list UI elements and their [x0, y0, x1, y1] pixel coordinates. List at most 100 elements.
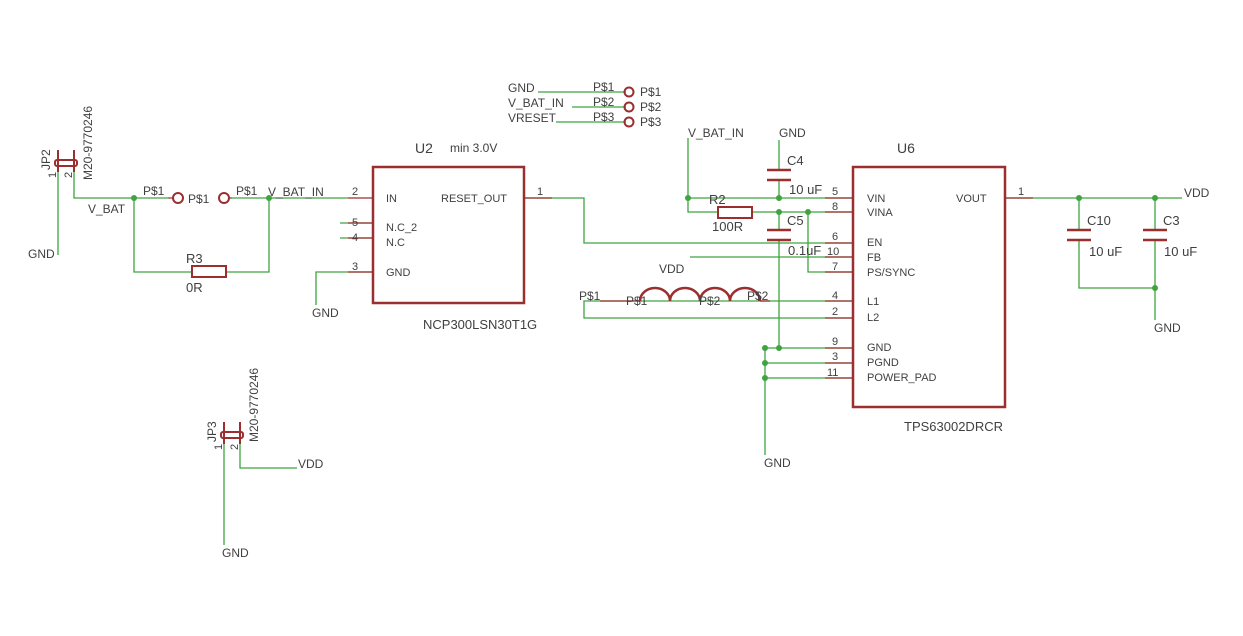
c10-ref: C10	[1087, 213, 1111, 228]
wire-jp3-vdd	[239, 442, 297, 469]
header-pin-label: P$1	[593, 80, 615, 94]
u6-ref: U6	[897, 140, 915, 156]
c5-ref: C5	[787, 213, 804, 228]
jp3-symbol	[220, 422, 244, 444]
u6-pin-num: 2	[832, 306, 838, 318]
wire-u2-gnd	[315, 271, 372, 305]
wire-reset-en	[525, 197, 852, 244]
net-label-gnd: GND	[779, 126, 806, 140]
wire-c10-bottom	[1078, 240, 1155, 289]
u2-ref: U2	[415, 140, 433, 156]
jp2-symbol	[54, 150, 78, 172]
net-label-vdd: VDD	[659, 262, 685, 276]
u6-pin-num: 4	[832, 290, 838, 302]
junction-dot	[805, 209, 811, 215]
u2-pin-name: GND	[386, 267, 411, 279]
pad-circle	[218, 192, 230, 204]
junction-dot	[266, 195, 272, 201]
labels: GND V_BAT_IN VRESET P$1 P$2 P$3 P$1 P$2 …	[28, 80, 1210, 560]
u6-part: TPS63002DRCR	[904, 419, 1003, 434]
wire-r3-left	[133, 198, 192, 273]
r3-ref: R3	[186, 251, 203, 266]
pad-label: P$1	[188, 192, 210, 206]
u2-part: NCP300LSN30T1G	[423, 317, 537, 332]
net-label-vbatin: V_BAT_IN	[688, 126, 744, 140]
c4-ref: C4	[787, 153, 804, 168]
u2-pin-name: N.C_2	[386, 222, 417, 234]
wire-pssync	[807, 212, 852, 273]
u2-pin-num: 5	[352, 217, 358, 229]
u6-pin-name: L2	[867, 312, 879, 324]
header-pin-label: P$3	[593, 110, 615, 124]
net-label-vdd: VDD	[1184, 186, 1210, 200]
c10-value: 10 uF	[1089, 244, 1122, 259]
u6-pin-name: POWER_PAD	[867, 372, 937, 384]
u6-pin-num: 8	[832, 201, 838, 213]
l1-pad-label: P$1	[626, 294, 648, 308]
junction-dot	[131, 195, 137, 201]
u6-pin-num: 10	[827, 246, 839, 258]
u6-pin-name: VOUT	[956, 193, 987, 205]
pad-label: P$1	[236, 184, 258, 198]
u6-pin-name: L1	[867, 296, 879, 308]
u6-body	[851, 165, 1007, 409]
l1-pad-label: P$2	[699, 294, 721, 308]
u2-pin-name: N.C	[386, 237, 405, 249]
jp3-pin2: 2	[229, 444, 241, 450]
r3-body	[191, 265, 227, 278]
u6-pin-name: EN	[867, 237, 882, 249]
u6-pin-num: 1	[1018, 186, 1024, 198]
u6-pin-num: 7	[832, 261, 838, 273]
c3-ref: C3	[1163, 213, 1180, 228]
jp2-pin1: 1	[47, 172, 59, 178]
net-label-vbatin: V_BAT_IN	[268, 185, 324, 199]
jp3-pin1: 1	[213, 444, 225, 450]
u2-pin-num: 2	[352, 186, 358, 198]
junctions	[131, 195, 1158, 381]
u2-pin-num: 3	[352, 261, 358, 273]
r2-ref: R2	[709, 192, 726, 207]
jp3-ref: JP3	[205, 421, 219, 442]
u6-pin-num: 9	[832, 336, 838, 348]
net-label-gnd: GND	[28, 247, 55, 261]
wire-vbatin-vin	[687, 138, 852, 199]
net-label-gnd: GND	[312, 306, 339, 320]
l1-pad-label: P$2	[747, 289, 769, 303]
u2-note: min 3.0V	[450, 141, 497, 155]
junction-dot	[1152, 195, 1158, 201]
net-label-gnd: GND	[764, 456, 791, 470]
wire-l2	[583, 300, 852, 319]
net-label-vreset: VRESET	[508, 111, 557, 125]
header-pin-label: P$2	[593, 95, 615, 109]
jp2-ref: JP2	[39, 149, 53, 170]
u6-pin-name: PGND	[867, 357, 899, 369]
net-label-vbat: V_BAT	[88, 202, 126, 216]
header-pad-label: P$2	[640, 100, 662, 114]
jp2-value: M20-9770246	[81, 106, 95, 180]
c5-value: 0.1uF	[788, 243, 821, 258]
u2-pin-name: IN	[386, 193, 397, 205]
pad-label: P$1	[143, 184, 165, 198]
r3-value: 0R	[186, 280, 203, 295]
junction-dot	[762, 345, 768, 351]
jp2-pin2: 2	[63, 172, 75, 178]
junction-dot	[1152, 285, 1158, 291]
header-pad-1	[623, 86, 635, 98]
u2-body	[371, 165, 526, 305]
u2-pin-num: 1	[537, 186, 543, 198]
u6-pin-num: 6	[832, 231, 838, 243]
l1-pad-label: P$1	[579, 289, 601, 303]
u2-pin-num: 4	[352, 232, 358, 244]
wires	[57, 91, 1182, 545]
r2-body	[717, 206, 753, 219]
header-pad-2	[623, 101, 635, 113]
junction-dot	[776, 195, 782, 201]
wire-r2-left	[687, 198, 718, 213]
header-pad-label: P$1	[640, 85, 662, 99]
junction-dot	[762, 360, 768, 366]
pad-circle	[172, 192, 184, 204]
junction-dot	[776, 345, 782, 351]
c3-value: 10 uF	[1164, 244, 1197, 259]
junction-dot	[762, 375, 768, 381]
